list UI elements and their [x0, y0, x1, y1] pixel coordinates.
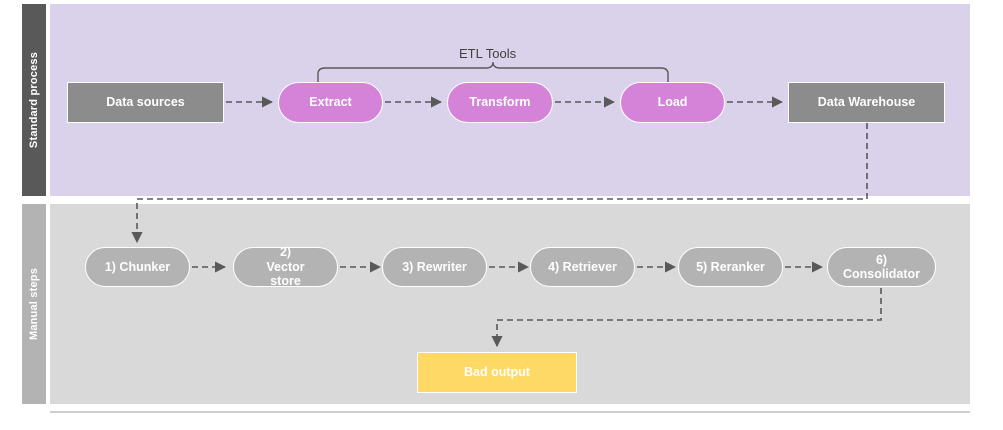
lane-standard-process-header: Standard process: [22, 4, 46, 196]
node-rewriter[interactable]: 3) Rewriter: [382, 247, 487, 287]
node-transform-label: Transform: [469, 95, 531, 110]
node-vector-store[interactable]: 2)Vector store: [233, 245, 338, 289]
node-chunker-label: 1) Chunker: [104, 259, 171, 274]
arrow-data-warehouse-to-chunker: [131, 123, 868, 244]
node-reranker-label: 5) Reranker: [696, 259, 765, 274]
node-chunker[interactable]: 1) Chunker: [85, 247, 190, 287]
node-retriever[interactable]: 4) Retriever: [530, 247, 635, 287]
etl-tools-label: ETL Tools: [459, 46, 517, 61]
node-consolidator[interactable]: 6)Consolidator: [827, 247, 936, 287]
node-load-label: Load: [657, 95, 688, 110]
node-bad-output[interactable]: Bad output: [417, 352, 577, 393]
node-data-warehouse-label: Data Warehouse: [817, 95, 916, 110]
node-bad-output-label: Bad output: [464, 365, 530, 380]
node-extract[interactable]: Extract: [278, 82, 383, 123]
etl-tools-bracket: [317, 61, 669, 82]
node-vector-store-label: 2)Vector store: [266, 245, 305, 289]
node-data-sources-label: Data sources: [106, 95, 185, 110]
node-retriever-label: 4) Retriever: [548, 259, 617, 274]
node-load[interactable]: Load: [620, 82, 725, 123]
arrow-consolidator-to-bad-output: [491, 288, 882, 348]
lane-manual-steps-header: Manual steps: [22, 204, 46, 404]
node-data-warehouse[interactable]: Data Warehouse: [788, 82, 945, 123]
node-extract-label: Extract: [309, 95, 352, 110]
node-transform[interactable]: Transform: [447, 82, 553, 123]
node-data-sources[interactable]: Data sources: [67, 82, 224, 123]
node-consolidator-label: 6)Consolidator: [842, 252, 921, 281]
node-rewriter-label: 3) Rewriter: [402, 259, 467, 274]
node-reranker[interactable]: 5) Reranker: [678, 247, 783, 287]
bottom-divider-rule: [50, 411, 970, 413]
